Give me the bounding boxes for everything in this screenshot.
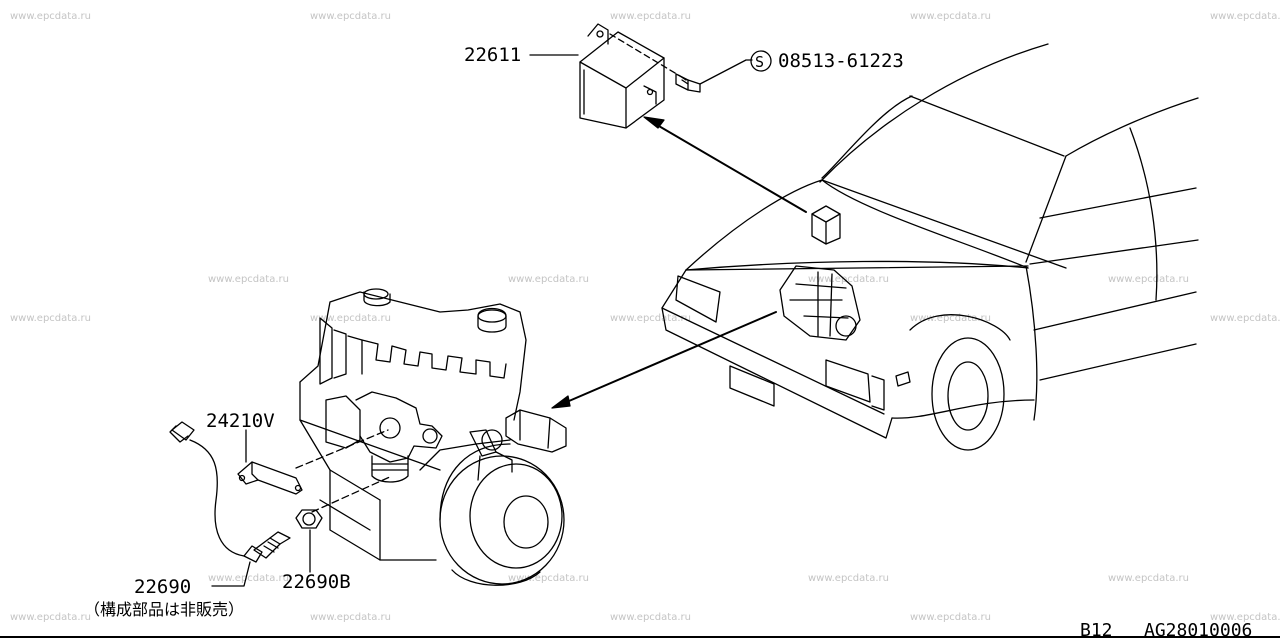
watermark: www.epcdata.ru bbox=[610, 11, 691, 22]
part-label-sensor-bracket: 24210V bbox=[206, 410, 275, 432]
sensor-bracket-illustration bbox=[237, 461, 303, 495]
leader-sensor bbox=[211, 561, 251, 587]
dashed-leader bbox=[295, 429, 389, 469]
watermark: www.epcdata.ru bbox=[10, 313, 91, 324]
arrow-to-ecu bbox=[643, 116, 807, 213]
watermark: www.epcdata.ru bbox=[1210, 612, 1280, 623]
watermark: www.epcdata.ru bbox=[10, 11, 91, 22]
watermark: www.epcdata.ru bbox=[10, 612, 91, 623]
bolt-illustration bbox=[675, 73, 701, 93]
watermark: www.epcdata.ru bbox=[910, 11, 991, 22]
leader-bolt bbox=[699, 59, 753, 85]
watermark: www.epcdata.ru bbox=[310, 612, 391, 623]
sensor-nut-illustration bbox=[295, 509, 323, 529]
arrow-to-engine bbox=[551, 311, 777, 409]
watermark: www.epcdata.ru bbox=[808, 274, 889, 285]
watermark: www.epcdata.ru bbox=[808, 573, 889, 584]
car-illustration bbox=[661, 43, 1199, 451]
ecu-module-illustration bbox=[579, 23, 681, 129]
watermark: www.epcdata.ru bbox=[508, 573, 589, 584]
part-label-sensor-nut: 22690B bbox=[282, 571, 351, 593]
watermark: www.epcdata.ru bbox=[310, 313, 391, 324]
watermark: www.epcdata.ru bbox=[1210, 11, 1280, 22]
watermark: www.epcdata.ru bbox=[1108, 573, 1189, 584]
note-not-sold-separately: （構成部品は非販売） bbox=[84, 600, 245, 619]
watermark: www.epcdata.ru bbox=[310, 11, 391, 22]
watermark: www.epcdata.ru bbox=[610, 313, 691, 324]
bolt-marker-circle bbox=[750, 50, 772, 72]
sensor-illustration bbox=[169, 421, 291, 563]
model-code: B12 bbox=[1080, 620, 1113, 640]
part-label-ecu: 22611 bbox=[464, 44, 522, 66]
watermark: www.epcdata.ru bbox=[508, 274, 589, 285]
diagram-code: AG28010006 bbox=[1144, 620, 1253, 640]
watermark: www.epcdata.ru bbox=[1210, 313, 1280, 324]
watermark: www.epcdata.ru bbox=[208, 573, 289, 584]
watermark: www.epcdata.ru bbox=[1108, 274, 1189, 285]
engine-illustration bbox=[299, 288, 567, 586]
watermark: www.epcdata.ru bbox=[610, 612, 691, 623]
watermark: www.epcdata.ru bbox=[208, 274, 289, 285]
part-label-sensor: 22690 bbox=[134, 576, 192, 598]
watermark: www.epcdata.ru bbox=[910, 313, 991, 324]
bolt-marker-letter: S bbox=[755, 53, 765, 71]
dashed-leader bbox=[311, 475, 393, 513]
part-label-bolt: 08513-61223 bbox=[778, 50, 904, 72]
watermark: www.epcdata.ru bbox=[910, 612, 991, 623]
